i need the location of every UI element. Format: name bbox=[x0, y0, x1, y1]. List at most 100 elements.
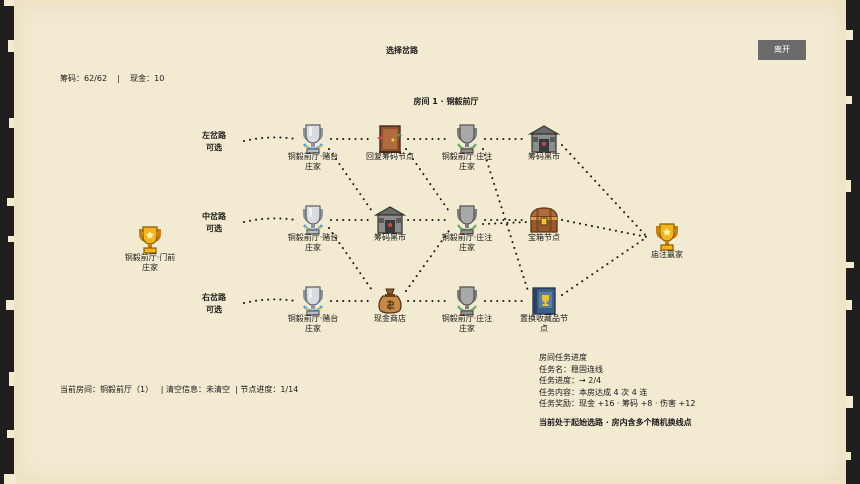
pixel-notch bbox=[7, 430, 14, 438]
lane-path-3 bbox=[243, 298, 297, 304]
map-node-c3-r2[interactable] bbox=[450, 203, 484, 237]
edge-to-final bbox=[561, 236, 648, 296]
node-role: 庄家 bbox=[304, 162, 321, 171]
lane-path-1 bbox=[243, 136, 297, 142]
task-content: 任务内容：本房达成 4 次 4 连 bbox=[539, 387, 648, 397]
map-node-c3-r2-label: 铜毅前厅·庄注庄家 bbox=[442, 233, 493, 253]
status-line: 当前房间：铜毅前厅（1） | 清空信息：未清空 | 节点进度：1/14 bbox=[60, 384, 298, 395]
map-node-c4-r2[interactable] bbox=[527, 203, 561, 237]
task-reward: 任务奖励：现金 +16 · 筹码 +8 · 伤害 +12 bbox=[539, 399, 696, 408]
gray-trophy-icon bbox=[450, 203, 484, 237]
map-node-c2-r2-label: 筹码黑市 bbox=[374, 233, 406, 243]
current-room-label: 当前房间： bbox=[60, 385, 100, 394]
map-node-c4-r3-label: 置换收藏品节点 bbox=[520, 314, 568, 334]
map-node-c4-r1-label: 筹码黑市 bbox=[528, 152, 560, 162]
node-progress-label: | 节点进度： bbox=[235, 385, 281, 394]
edge-down bbox=[328, 148, 375, 215]
pixel-notch bbox=[8, 236, 14, 242]
node-role: 点 bbox=[540, 324, 548, 333]
pixel-notch bbox=[9, 118, 14, 128]
lane-name: 右岔路 bbox=[202, 293, 226, 302]
map-node-c2-r3-label: 现金商店 bbox=[374, 314, 406, 324]
map-node-c1-r1[interactable] bbox=[296, 122, 330, 156]
edge-to-final bbox=[561, 144, 648, 238]
map-node-c1-r2-label: 铜毅前厅·赌台庄家 bbox=[288, 233, 339, 253]
map-node-c1-r3-label: 铜毅前厅·赌台庄家 bbox=[288, 314, 339, 334]
map-node-c4-r1[interactable] bbox=[527, 122, 561, 156]
node-title: 现金商店 bbox=[374, 314, 406, 323]
map-node-c1-r2[interactable] bbox=[296, 203, 330, 237]
silver-trophy-icon bbox=[296, 203, 330, 237]
map-node-c2-r2[interactable] bbox=[373, 203, 407, 237]
node-title: 铜毅前厅·庄注 bbox=[441, 152, 493, 161]
gray-trophy-icon bbox=[450, 284, 484, 318]
map-node-c1-r3[interactable] bbox=[296, 284, 330, 318]
cash-value: 10 bbox=[154, 74, 165, 83]
pixel-notch bbox=[846, 262, 854, 268]
map-node-c2-r3[interactable] bbox=[373, 284, 407, 318]
lane-state: 可选 bbox=[206, 143, 222, 152]
pixel-notch bbox=[846, 30, 853, 40]
pixel-notch bbox=[846, 96, 852, 104]
edge-down bbox=[482, 148, 529, 292]
node-title: 筹码黑市 bbox=[374, 233, 406, 242]
cash-label: 现金： bbox=[130, 74, 155, 83]
map-node-c3-r3[interactable] bbox=[450, 284, 484, 318]
start-node[interactable] bbox=[133, 223, 167, 257]
resource-bar: 筹码：62/62 | 现金：10 bbox=[60, 73, 164, 84]
edge-down bbox=[328, 227, 375, 294]
lane-left[interactable]: 左岔路 可选 bbox=[189, 130, 239, 154]
cash-bag-icon bbox=[373, 284, 407, 318]
node-role: 庄家 bbox=[458, 243, 475, 252]
final-node-label: 庙注赢家 bbox=[651, 250, 683, 260]
edge-to-final bbox=[561, 219, 648, 238]
node-title: 置换收藏品节 bbox=[520, 314, 568, 323]
lane-middle[interactable]: 中岔路 可选 bbox=[189, 211, 239, 235]
task-progress: 任务进度：→ 2/4 bbox=[539, 376, 602, 385]
node-role: 庄家 bbox=[458, 162, 475, 171]
black-market-icon bbox=[373, 203, 407, 237]
task-heading: 房间任务进度 bbox=[539, 353, 587, 362]
lane-right[interactable]: 右岔路 可选 bbox=[189, 292, 239, 316]
gold-trophy-icon bbox=[133, 223, 167, 257]
pixel-notch bbox=[4, 474, 16, 484]
lane-name: 左岔路 bbox=[202, 131, 226, 140]
clear-info-label: | 清空信息： bbox=[160, 385, 206, 394]
node-role: 庄家 bbox=[304, 243, 321, 252]
pixel-notch bbox=[846, 396, 853, 408]
gray-trophy-icon bbox=[450, 122, 484, 156]
node-progress-value: 1/14 bbox=[280, 385, 299, 394]
pixel-notch bbox=[846, 452, 851, 460]
node-title: 铜毅前厅·赌台 bbox=[287, 233, 339, 242]
node-role: 庄家 bbox=[304, 324, 321, 333]
gold-trophy-icon bbox=[650, 220, 684, 254]
pixel-notch bbox=[8, 40, 14, 52]
node-title: 铜毅前厅·赌台 bbox=[287, 314, 339, 323]
pixel-notch bbox=[846, 300, 852, 310]
pixel-notch bbox=[6, 300, 14, 310]
recovery-door-icon bbox=[373, 122, 407, 156]
map-node-c3-r1[interactable] bbox=[450, 122, 484, 156]
map-node-c4-r2-label: 宝箱节点 bbox=[528, 233, 560, 243]
task-note: 当前处于起始选路 · 房内含多个随机换线点 bbox=[539, 417, 692, 427]
map-node-c2-r1[interactable] bbox=[373, 122, 407, 156]
lane-name: 中岔路 bbox=[202, 212, 226, 221]
node-title: 铜毅前厅·门前 bbox=[124, 253, 176, 262]
node-title: 铜毅前厅·赌台 bbox=[287, 152, 339, 161]
task-name: 任务名：稳固连线 bbox=[539, 364, 603, 374]
map-node-c4-r3[interactable] bbox=[527, 284, 561, 318]
resource-separator: | bbox=[117, 74, 120, 83]
node-title: 宝箱节点 bbox=[528, 233, 560, 242]
page-title: 选择岔路 bbox=[386, 46, 418, 55]
pixel-notch bbox=[7, 198, 14, 206]
node-title: 铜毅前厅·庄注 bbox=[441, 314, 493, 323]
room-task-panel: 房间任务进度 任务名：稳固连线 任务进度：→ 2/4 任务内容：本房达成 4 次… bbox=[539, 352, 695, 428]
clear-info-value: 未清空 bbox=[205, 385, 230, 394]
node-title: 铜毅前厅·庄注 bbox=[441, 233, 493, 242]
room-title: 房间 1 · 铜毅前厅 bbox=[413, 97, 479, 106]
edge-up bbox=[405, 227, 452, 292]
treasure-chest-icon bbox=[527, 203, 561, 237]
leave-button[interactable]: 离开 bbox=[758, 40, 806, 60]
final-node[interactable] bbox=[650, 220, 684, 254]
map-node-c2-r1-label: 回复筹码节点 bbox=[366, 152, 414, 162]
